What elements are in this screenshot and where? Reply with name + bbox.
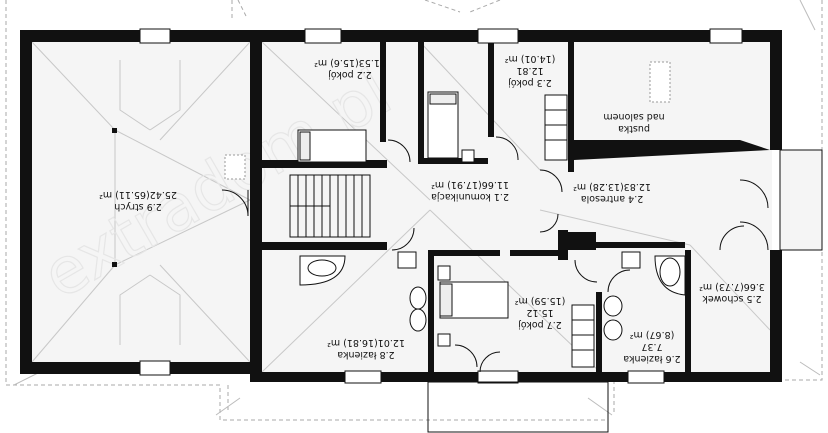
svg-text:2.5 schowek: 2.5 schowek: [702, 293, 762, 304]
svg-text:3.66(7.73) m²: 3.66(7.73) m²: [699, 281, 765, 292]
roof-outline: [5, 0, 823, 421]
svg-text:12.01(16.81) m²: 12.01(16.81) m²: [327, 337, 405, 348]
svg-text:11.53(15.6) m²: 11.53(15.6) m²: [314, 57, 386, 68]
room-label-2-6-lazienka: 2.6 łazienka 7.37 (8.67) m²: [623, 329, 680, 364]
svg-text:2.6 łazienka: 2.6 łazienka: [623, 353, 680, 364]
svg-text:2.4 antresola: 2.4 antresola: [581, 193, 643, 204]
ridge-posts: [112, 128, 117, 267]
svg-text:2.7 pokój: 2.7 pokój: [518, 319, 562, 330]
void-edge: [574, 140, 770, 160]
svg-text:2.3 pokój: 2.3 pokój: [508, 77, 552, 88]
svg-text:2.9 strych: 2.9 strych: [114, 201, 162, 212]
svg-text:12.81: 12.81: [516, 65, 543, 76]
svg-text:7.37: 7.37: [641, 341, 662, 352]
room-label-2-7-pokoj: 2.7 pokój 15.12 (15.59) m²: [514, 295, 565, 330]
walls: [20, 30, 782, 382]
windows: [139, 28, 823, 433]
svg-text:pustka: pustka: [618, 123, 650, 134]
room-label-2-2-pokoj: 2.2 pokój 11.53(15.6) m²: [314, 57, 386, 80]
staircase: [289, 174, 371, 238]
svg-text:2.2 pokój: 2.2 pokój: [328, 69, 372, 80]
room-label-2-4-antresola: 2.4 antresola 12.83(13.28) m²: [573, 181, 651, 204]
bathroom-fixtures: [299, 149, 686, 347]
room-label-2-8-lazienka: 2.8 łazienka 12.01(16.81) m²: [327, 337, 405, 360]
svg-text:12.83(13.28) m²: 12.83(13.28) m²: [573, 181, 651, 192]
svg-text:(14.01) m²: (14.01) m²: [504, 53, 555, 64]
svg-text:(15.59) m²: (15.59) m²: [514, 295, 565, 306]
furniture: [224, 61, 671, 368]
svg-text:2.1 komunikacja: 2.1 komunikacja: [431, 191, 509, 202]
room-label-2-9-strych: 2.9 strych 25.42(65.11) m²: [99, 189, 177, 212]
svg-text:15.12: 15.12: [526, 307, 553, 318]
svg-text:(8.67) m²: (8.67) m²: [629, 329, 674, 340]
room-label-2-3-pokoj: 2.3 pokój 12.81 (14.01) m²: [504, 53, 555, 88]
room-label-2-5-schowek: 2.5 schowek 3.66(7.73) m²: [699, 281, 765, 304]
roof-eaves: [13, 0, 821, 416]
svg-text:25.42(65.11) m²: 25.42(65.11) m²: [99, 189, 177, 200]
svg-text:11.66(17.91) m²: 11.66(17.91) m²: [431, 179, 509, 190]
attic-floor: [32, 42, 250, 362]
svg-text:2.8 łazienka: 2.8 łazienka: [337, 349, 394, 360]
room-label-pustka: pustka nad salonem: [603, 111, 664, 134]
room-label-2-1-komunikacja: 2.1 komunikacja 11.66(17.91) m²: [431, 179, 509, 202]
doors: [221, 136, 769, 373]
svg-text:nad salonem: nad salonem: [603, 111, 664, 122]
